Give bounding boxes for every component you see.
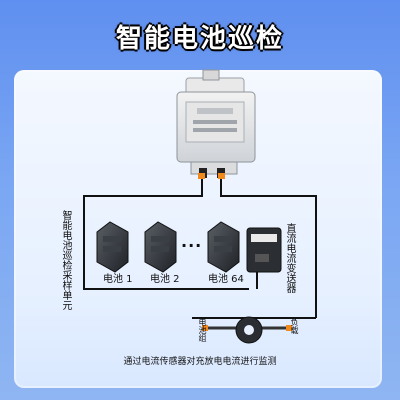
- current-sensor: [202, 316, 292, 344]
- battery-pack-label: 电池组: [198, 318, 207, 342]
- battery-module: [96, 221, 129, 273]
- connector-right: [218, 173, 225, 179]
- load-label: 负载: [290, 318, 299, 334]
- battery-module: [144, 221, 177, 273]
- transmitter-label: 直流电流变送器: [284, 223, 295, 293]
- page-title: 智能电池巡检: [115, 24, 284, 54]
- battery-module: [207, 221, 240, 273]
- connector-left: [198, 173, 205, 179]
- battery-label: 电池 64: [208, 274, 244, 285]
- battery-label: 电池 2: [150, 274, 180, 285]
- sampling-unit-label: 智能电池巡检采样单元: [60, 210, 71, 310]
- inspection-device: [176, 69, 256, 178]
- dc-current-transmitter: [246, 227, 282, 273]
- ellipsis: ···: [181, 236, 203, 255]
- battery-label: 电池 1: [103, 274, 133, 285]
- caption: 通过电流传感器对充放电电流进行监测: [123, 357, 277, 367]
